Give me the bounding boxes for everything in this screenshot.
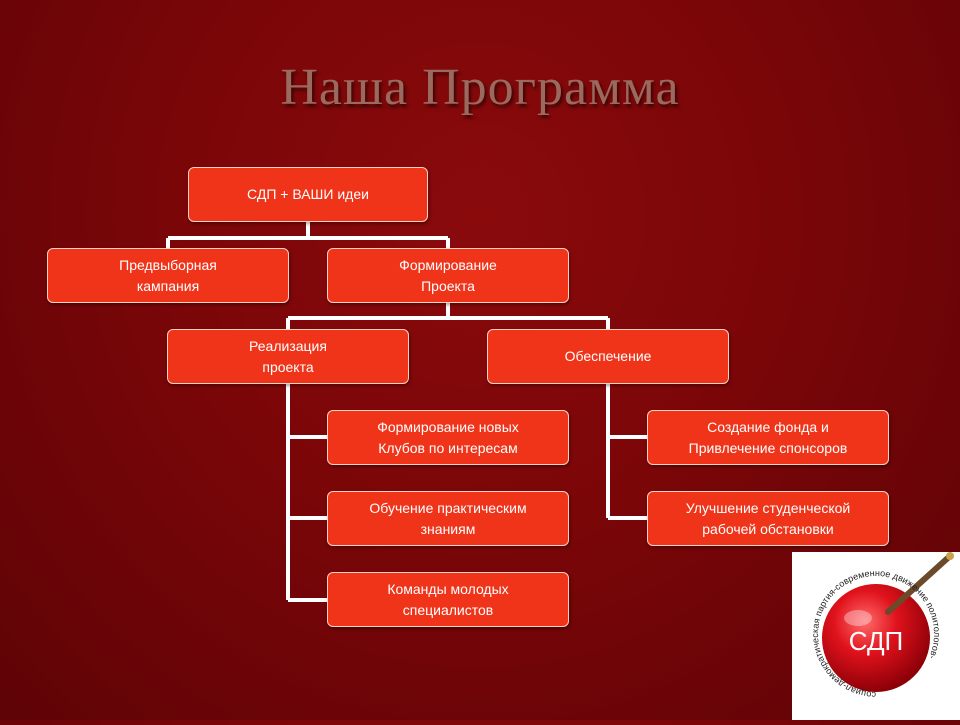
node-training: Обучение практическим знаниям [327, 491, 569, 546]
node-teams: Команды молодых специалистов [327, 572, 569, 627]
node-fund: Создание фонда и Привлечение спонсоров [647, 410, 889, 465]
node-formation: Формирование Проекта [327, 248, 569, 303]
node-conditions: Улучшение студенческой рабочей обстановк… [647, 491, 889, 546]
node-implementation: Реализация проекта [167, 329, 409, 384]
node-clubs: Формирование новых Клубов по интересам [327, 410, 569, 465]
node-campaign: Предвыборная кампания [47, 248, 289, 303]
slide-title: Наша Программа [280, 59, 680, 116]
sdp-cherry-logo: социал-демократическая партия-современно… [792, 552, 960, 720]
svg-text:СДП: СДП [849, 626, 904, 656]
node-provision: Обеспечение [487, 329, 729, 384]
node-root: СДП + ВАШИ идеи [188, 167, 428, 222]
